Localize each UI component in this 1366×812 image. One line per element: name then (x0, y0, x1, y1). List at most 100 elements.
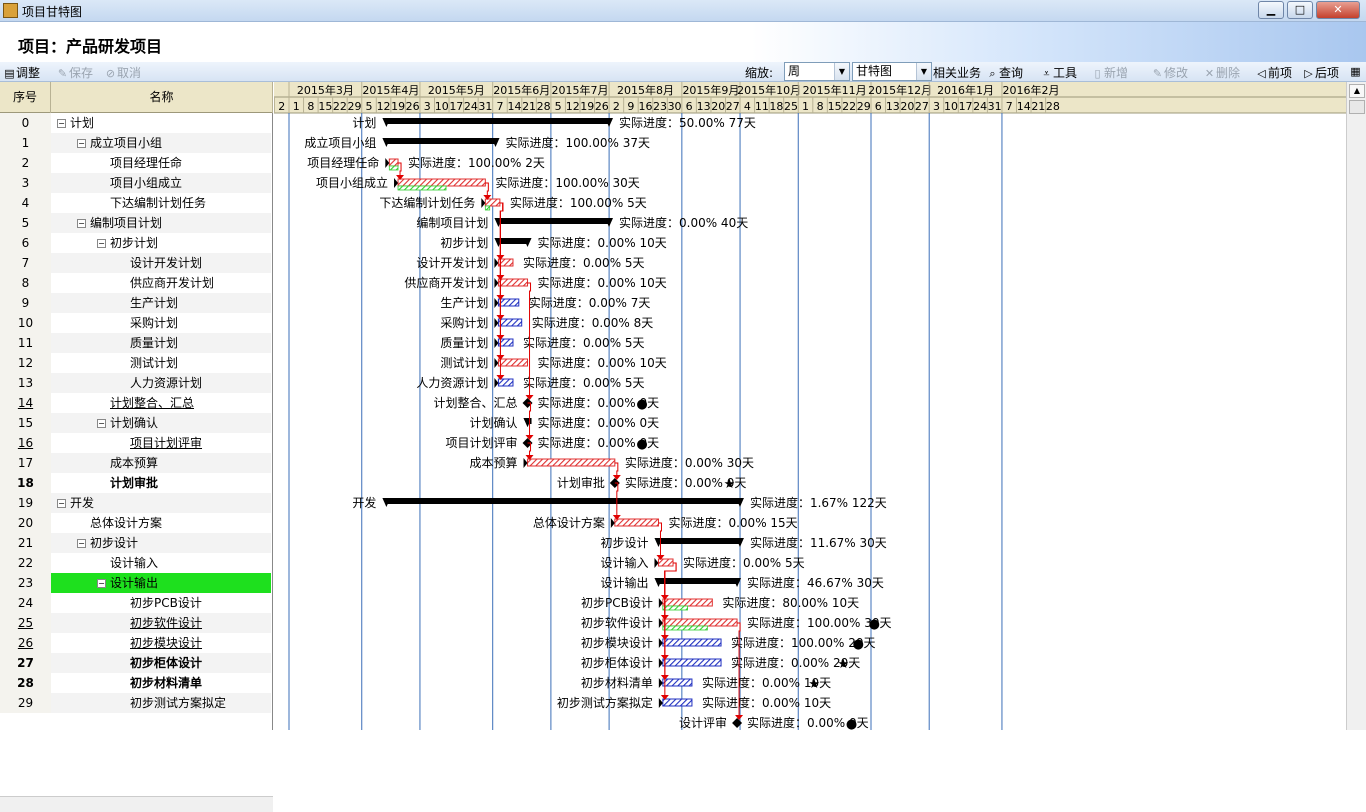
column-name[interactable]: 名称 (51, 82, 273, 113)
week-label: 6 (875, 100, 882, 113)
add-button[interactable]: ▯新增 (1091, 64, 1128, 81)
task-bar (497, 318, 523, 327)
project-header: 项目：产品研发项目 (0, 22, 1366, 62)
week-label: 22 (842, 100, 856, 113)
view-select[interactable]: 甘特图▼ (852, 62, 932, 81)
dependency-link (614, 462, 619, 476)
minimize-button[interactable]: ▁ (1258, 1, 1284, 19)
row-seq: 17 (0, 453, 51, 473)
table-row[interactable]: 6−初步计划 (0, 233, 273, 253)
related-button[interactable]: 相关业务 (933, 66, 982, 80)
tools-button[interactable]: ⩡工具 (1040, 64, 1077, 81)
task-start-marker (385, 158, 390, 168)
star-icon: ★ (837, 657, 849, 672)
task-start-marker (494, 358, 499, 368)
table-row[interactable]: 1−成立项目小组 (0, 133, 273, 153)
week-label: 29 (857, 100, 871, 113)
query-button[interactable]: ⌕查询 (986, 64, 1023, 81)
bar-info: 实际进度：0.00% 5天 (683, 555, 805, 570)
progress-bar (388, 165, 399, 171)
row-seq: 25 (0, 613, 51, 633)
week-label: 2 (278, 100, 285, 113)
table-row[interactable]: 5−编制项目计划 (0, 213, 273, 233)
table-row[interactable]: 19−开发 (0, 493, 273, 513)
row-seq: 10 (0, 313, 51, 333)
save-button[interactable]: ✎保存 (57, 66, 94, 80)
collapse-icon[interactable]: − (77, 219, 86, 228)
next-button[interactable]: ▷后项 (1302, 64, 1339, 81)
collapse-icon[interactable]: − (57, 119, 66, 128)
collapse-icon[interactable]: − (77, 539, 86, 548)
month-label: 2015年12月 (868, 83, 932, 97)
row-seq: 1 (0, 133, 51, 153)
week-label: 24 (464, 100, 478, 113)
bar-info: 实际进度：0.00% 5天 (523, 375, 645, 390)
collapse-icon[interactable]: − (97, 579, 106, 588)
collapse-icon[interactable]: − (57, 499, 66, 508)
collapse-icon[interactable]: − (97, 419, 106, 428)
edit-button[interactable]: ✎修改 (1152, 66, 1189, 80)
task-start-marker (523, 458, 528, 468)
week-label: 18 (769, 100, 783, 113)
week-label: 4 (744, 100, 751, 113)
summary-end-cap (735, 538, 744, 547)
week-label: 10 (944, 100, 958, 113)
grid-toggle-button[interactable]: ▦ (1349, 64, 1362, 78)
scroll-up-icon[interactable]: ▲ (1349, 84, 1365, 98)
row-name: 总体设计方案 (90, 516, 163, 530)
prev-button[interactable]: ◁前项 (1255, 64, 1292, 81)
task-bar (484, 198, 501, 207)
week-label: 19 (391, 100, 405, 113)
scroll-thumb[interactable] (1349, 100, 1365, 114)
task-start-marker (658, 598, 663, 608)
collapse-icon[interactable]: − (77, 139, 86, 148)
row-seq: 8 (0, 273, 51, 293)
column-seq[interactable]: 序号 (0, 82, 51, 113)
bar-info: 实际进度：0.00% 7天 (529, 295, 651, 310)
table-row[interactable]: 21−初步设计 (0, 533, 273, 553)
week-label: 16 (638, 100, 652, 113)
bar-label: 下达编制计划任务 (379, 195, 475, 210)
row-seq: 7 (0, 253, 51, 273)
task-bar (497, 258, 514, 267)
table-row[interactable]: 10 采购计划 (0, 313, 273, 333)
delete-button[interactable]: ✕删除 (1204, 66, 1241, 80)
cancel-button[interactable]: ⊘取消 (105, 66, 142, 80)
adjust-button[interactable]: ▤调整 (4, 66, 41, 80)
table-row[interactable]: 15−计划确认 (0, 413, 273, 433)
task-bar (662, 618, 738, 627)
table-row[interactable]: 23−设计输出 (0, 573, 273, 593)
row-name: 采购计划 (130, 316, 179, 330)
bar-info: 实际进度：0.00% 10天 (538, 235, 667, 250)
vertical-scrollbar[interactable]: ▲ (1346, 82, 1366, 730)
maximize-button[interactable]: □ (1287, 1, 1313, 19)
collapse-icon[interactable]: − (97, 239, 106, 248)
summary-start-cap (382, 138, 391, 147)
horizontal-scrollbar[interactable] (0, 796, 273, 812)
month-label: 2015年4月 (362, 83, 419, 97)
table-row[interactable]: 0−计划 (0, 113, 273, 133)
zoom-select[interactable]: 周▼ (784, 62, 850, 81)
close-button[interactable]: ✕ (1316, 1, 1360, 19)
